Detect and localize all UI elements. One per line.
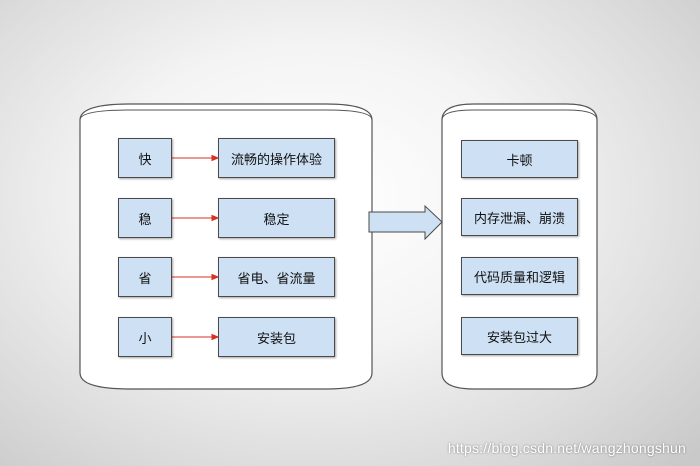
watermark-url: https://blog.csdn.net/wangzhongshun — [447, 440, 686, 456]
key-box-2: 稳 — [118, 198, 172, 238]
right-cylinder-rim — [441, 109, 598, 121]
value-box-4: 安装包 — [218, 317, 335, 357]
problem-box-3: 代码质量和逻辑 — [461, 257, 578, 295]
key-box-3: 省 — [118, 257, 172, 297]
value-box-3: 省电、省流量 — [218, 257, 335, 297]
value-box-1: 流畅的操作体验 — [218, 138, 335, 178]
connectors — [172, 154, 220, 341]
key-box-4: 小 — [118, 317, 172, 357]
key-box-1: 快 — [118, 138, 172, 178]
problem-box-2: 内存泄漏、崩溃 — [461, 198, 578, 236]
problem-box-1: 卡顿 — [461, 140, 578, 178]
left-cylinder-rim — [79, 109, 373, 121]
value-box-2: 稳定 — [218, 198, 335, 238]
block-arrow — [368, 204, 443, 241]
problem-box-4: 安装包过大 — [461, 317, 578, 355]
